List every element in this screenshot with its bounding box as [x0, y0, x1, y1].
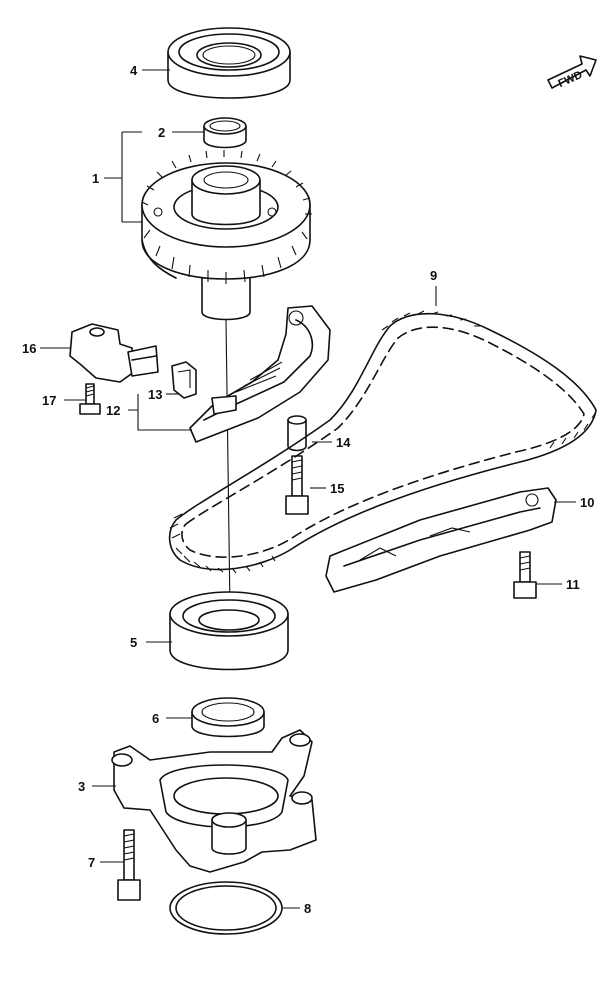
bolt-17-part [79, 383, 101, 415]
callout-3: 3 [78, 779, 85, 794]
callout-10: 10 [580, 495, 594, 510]
bolt-11-part [513, 551, 537, 599]
tensioner-body-part [69, 323, 159, 383]
bolt-15-part [285, 455, 309, 515]
callout-14: 14 [336, 435, 351, 450]
callout-labels: 4 2 1 9 16 17 13 12 14 15 10 11 5 6 3 7 … [22, 63, 594, 916]
callout-15: 15 [330, 481, 344, 496]
callout-5: 5 [130, 635, 137, 650]
bolt-7-part [117, 829, 141, 901]
bearing-top-part [167, 27, 291, 99]
callout-4: 4 [130, 63, 138, 78]
center-axis-line [225, 319, 231, 611]
callout-8: 8 [304, 901, 311, 916]
gear-shaft-part [141, 150, 312, 321]
fwd-arrow-icon: FWD [547, 55, 597, 90]
clip-part [171, 361, 197, 399]
bearing-lower-part [169, 591, 289, 671]
callout-6: 6 [152, 711, 159, 726]
housing-part [111, 729, 317, 873]
callout-1: 1 [92, 171, 99, 186]
callout-2: 2 [158, 125, 165, 140]
o-ring-part [169, 881, 283, 935]
oil-seal-part [191, 697, 265, 738]
chain-guide-lower-part [325, 487, 557, 593]
callout-7: 7 [88, 855, 95, 870]
callout-12: 12 [106, 403, 120, 418]
callout-17: 17 [42, 393, 56, 408]
callout-9: 9 [430, 268, 437, 283]
leader-lines [40, 69, 576, 909]
fwd-label: FWD [556, 69, 584, 90]
collar-part [203, 117, 247, 149]
spacer-part [287, 415, 307, 452]
callout-11: 11 [566, 577, 580, 592]
timing-chain-part [168, 310, 597, 574]
chain-guide-upper-part [189, 305, 331, 443]
callout-16: 16 [22, 341, 36, 356]
callout-13: 13 [148, 387, 162, 402]
